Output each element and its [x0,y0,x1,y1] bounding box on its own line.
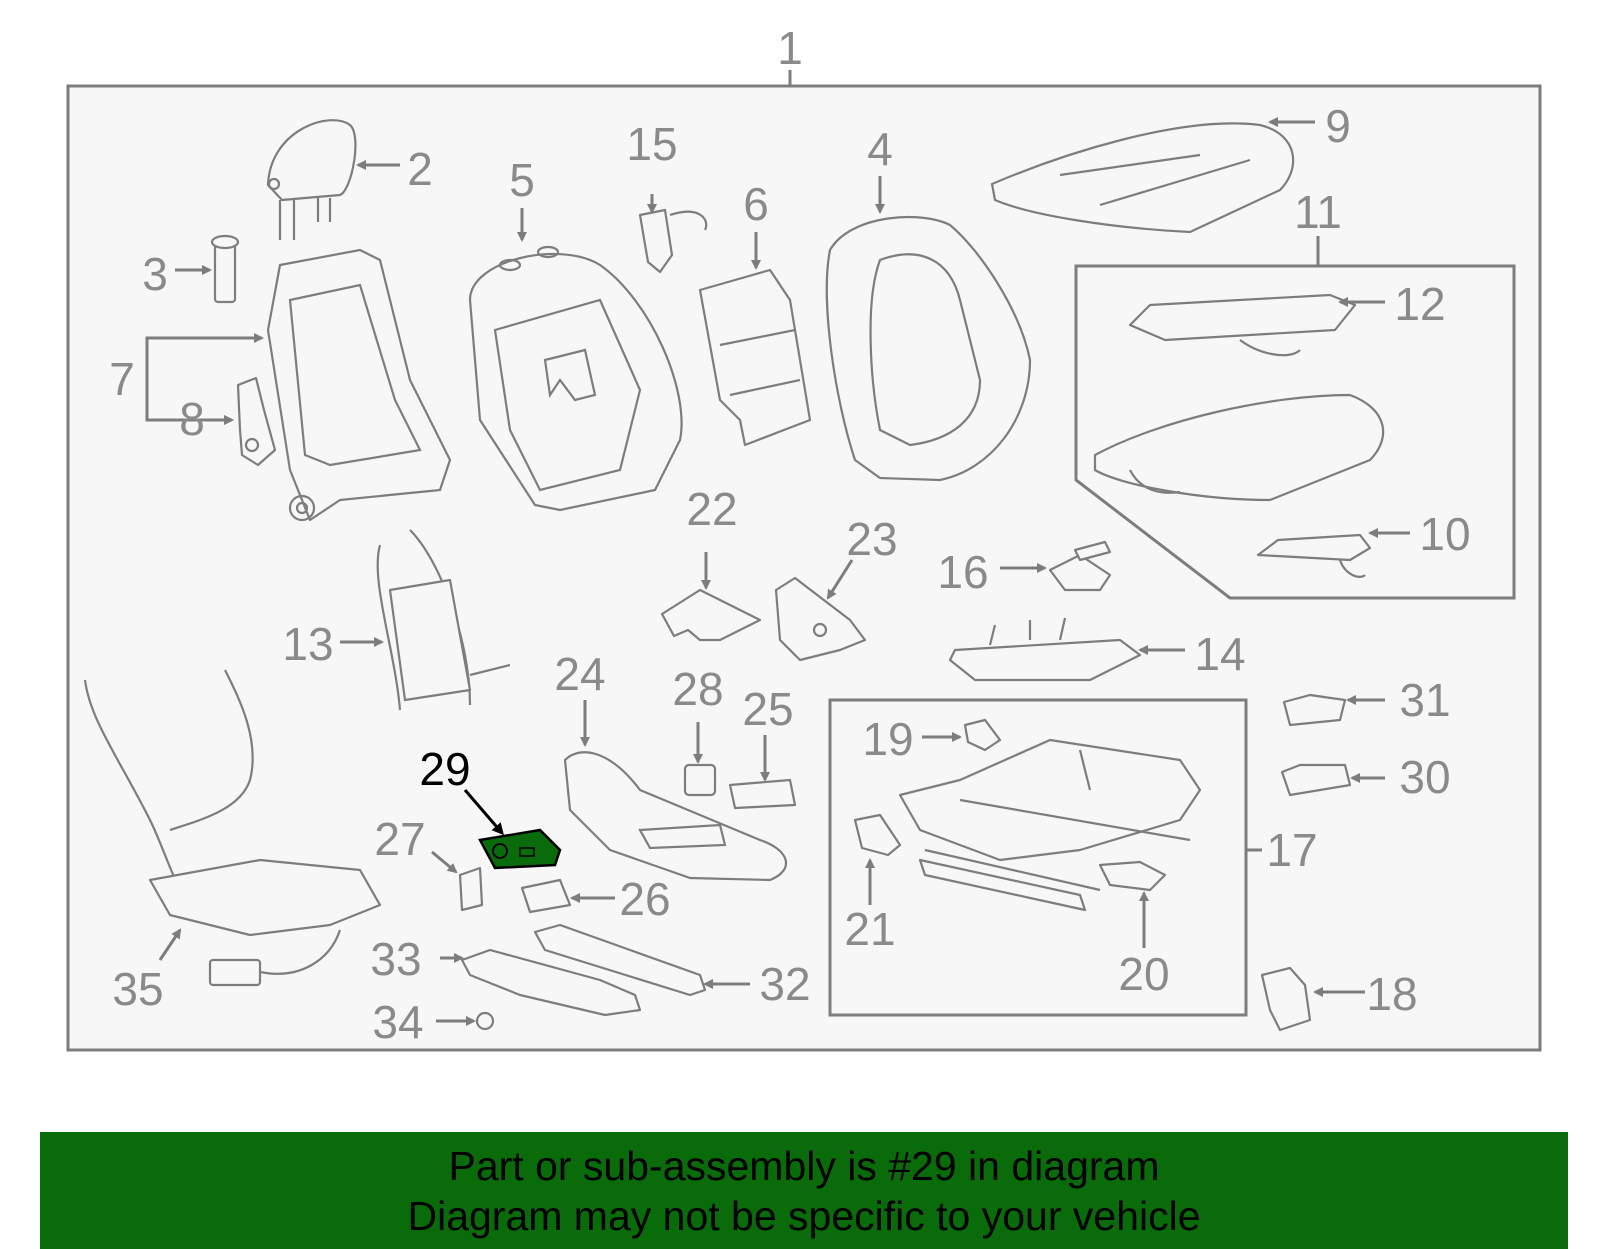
part-15-sensor[interactable] [638,208,708,274]
part-14-support[interactable] [948,617,1142,682]
callout-20: 20 [1118,948,1169,1000]
callout-30: 30 [1399,751,1450,803]
part-31-cover[interactable] [1282,693,1347,727]
part-3-guide[interactable] [210,234,240,304]
part-28-knob[interactable] [683,763,717,797]
part-6-heater-mat[interactable] [698,268,812,447]
callout-11: 11 [1294,186,1342,238]
banner-line-disclaimer: Diagram may not be specific to your vehi… [407,1192,1201,1239]
part-22-bracket[interactable] [660,588,762,642]
callout-2: 2 [407,143,433,195]
part-4-back-cover[interactable] [825,216,1032,482]
callout-21: 21 [844,903,895,955]
callout-labels: 2 3 4 5 6 7 8 9 10 11 12 13 14 15 16 17 … [109,100,1470,1048]
callout-24: 24 [554,648,605,700]
callout-35: 35 [112,963,163,1015]
callout-14: 14 [1194,628,1245,680]
part-23-bracket[interactable] [774,576,867,662]
part-24-trim[interactable] [563,751,788,882]
callout-33: 33 [370,933,421,985]
part-33-trim-lower[interactable] [460,948,642,1017]
part-8-motor[interactable] [236,376,277,467]
part-29-switch-highlighted[interactable] [478,828,562,870]
callout-34: 34 [372,996,423,1048]
callout-22: 22 [686,483,737,535]
part-19-bolt[interactable] [963,718,1002,752]
callout-27: 27 [374,813,425,865]
callout-3: 3 [142,248,168,300]
part-35-harness[interactable] [83,669,382,987]
callout-13: 13 [282,618,333,670]
callout-18: 18 [1366,968,1417,1020]
callout-4: 4 [867,123,893,175]
part-13-lumbar[interactable] [376,529,511,711]
part-11-cushion[interactable] [1093,393,1385,502]
callout-5: 5 [509,154,535,206]
part-10-sensor-pad[interactable] [1256,533,1372,578]
part-2-headrest[interactable] [266,119,357,240]
callout-16: 16 [937,546,988,598]
callout-6: 6 [743,178,769,230]
part-12-pan[interactable] [1128,293,1357,357]
callout-28: 28 [672,663,723,715]
part-27-cap[interactable] [458,866,484,912]
part-7-frame[interactable] [266,248,452,522]
callout-31: 31 [1399,674,1450,726]
callout-15: 15 [626,118,677,170]
callout-29-highlighted: 29 [419,743,470,795]
callout-17: 17 [1266,824,1317,876]
callout-32: 32 [759,958,810,1010]
part-26-bezel[interactable] [520,878,572,914]
callout-9: 9 [1325,100,1351,152]
callout-23: 23 [846,513,897,565]
part-20-latch[interactable] [1098,860,1167,892]
part-18-bracket[interactable] [1260,966,1312,1032]
part-16-buckle[interactable] [1048,540,1112,592]
part-5-seatback[interactable] [468,245,683,512]
part-30-module[interactable] [1280,763,1352,797]
banner-line-part: Part or sub-assembly is #29 in diagram [448,1142,1160,1189]
info-banner: Part or sub-assembly is #29 in diagram D… [40,1132,1568,1249]
callout-19: 19 [862,713,913,765]
callout-26: 26 [619,873,670,925]
part-32-rail-trim[interactable] [533,923,707,997]
callout-25: 25 [742,683,793,735]
part-17-track[interactable] [898,738,1202,912]
callout-1: 1 [777,22,803,74]
part-21-motor[interactable] [853,813,902,857]
parts-diagram: 1 [66,22,1542,1052]
leader-lines [145,117,1410,1026]
part-9-cushion-cover[interactable] [990,122,1295,234]
callout-10: 10 [1419,508,1470,560]
part-25-switch[interactable] [728,778,797,810]
part-34-clip[interactable] [475,1011,495,1031]
callout-7: 7 [109,353,135,405]
callout-12: 12 [1394,278,1445,330]
callout-8: 8 [179,393,205,445]
